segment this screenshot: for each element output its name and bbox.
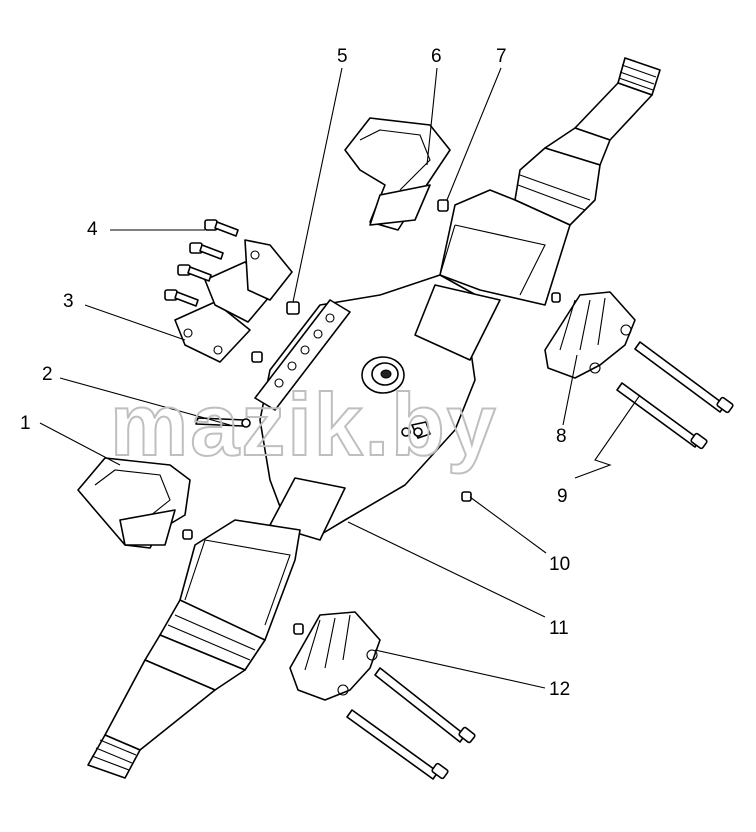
mounting-flange bbox=[254, 299, 351, 411]
callout-6: 6 bbox=[431, 46, 442, 67]
callout-1: 1 bbox=[20, 413, 31, 434]
callout-3: 3 bbox=[63, 291, 74, 312]
callout-2: 2 bbox=[42, 364, 53, 385]
nuts bbox=[182, 199, 561, 635]
upper-box-section bbox=[439, 189, 571, 306]
cover-plate-lower bbox=[269, 477, 346, 541]
bracket-8 bbox=[544, 291, 636, 379]
nut-5 bbox=[286, 301, 300, 315]
bracket-12 bbox=[289, 611, 381, 701]
callout-5: 5 bbox=[337, 46, 348, 67]
callout-numbers: 1 2 3 4 5 6 7 8 9 10 11 12 bbox=[20, 46, 570, 700]
nut-10 bbox=[461, 491, 472, 502]
bracket-6 bbox=[344, 117, 451, 231]
axle-housing bbox=[87, 57, 661, 779]
leader-lines bbox=[39, 67, 641, 689]
long-bolts-9 bbox=[616, 341, 734, 450]
bracket-3 bbox=[174, 239, 293, 363]
pinion-boss bbox=[361, 356, 405, 394]
callout-4: 4 bbox=[87, 219, 98, 240]
bracket-1 bbox=[77, 457, 191, 549]
cover-plate-upper bbox=[414, 284, 501, 361]
watermark-text: mazik.by bbox=[110, 375, 498, 474]
nut-7 bbox=[437, 199, 449, 212]
callout-11: 11 bbox=[549, 618, 569, 639]
drain-plug bbox=[401, 421, 431, 439]
callout-7: 7 bbox=[496, 46, 507, 67]
callout-12: 12 bbox=[549, 679, 570, 700]
callout-10: 10 bbox=[549, 554, 570, 575]
callout-9: 9 bbox=[557, 486, 568, 507]
long-bolts-12 bbox=[346, 667, 476, 780]
bolts-4 bbox=[164, 219, 239, 307]
upper-spindle bbox=[514, 57, 661, 226]
lower-spindle bbox=[87, 599, 266, 779]
callout-8: 8 bbox=[556, 426, 567, 447]
